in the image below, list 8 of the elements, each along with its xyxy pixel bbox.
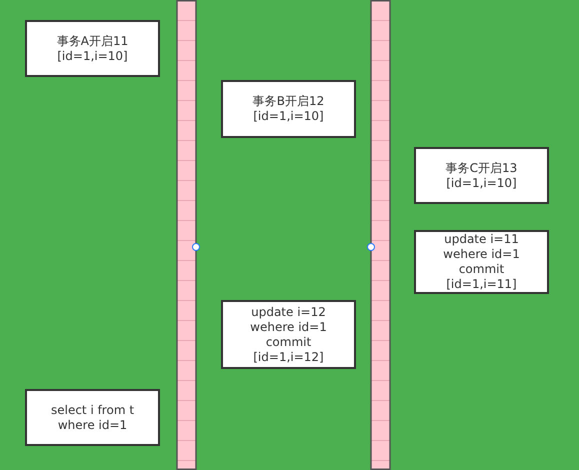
process-box: 事务A开启11 [id=1,i=10] [25, 20, 160, 77]
process-box: 事务B开启12 [id=1,i=10] [221, 80, 356, 138]
process-box: 事务C开启13 [id=1,i=10] [414, 147, 549, 204]
divider-bar [176, 0, 197, 470]
process-box: update i=11 wehere id=1 commit [id=1,i=11] [414, 230, 549, 294]
process-box: update i=12 wehere id=1 commit [id=1,i=12] [221, 300, 356, 369]
divider-bar [370, 0, 391, 470]
process-box: select i from t where id=1 [25, 389, 160, 446]
